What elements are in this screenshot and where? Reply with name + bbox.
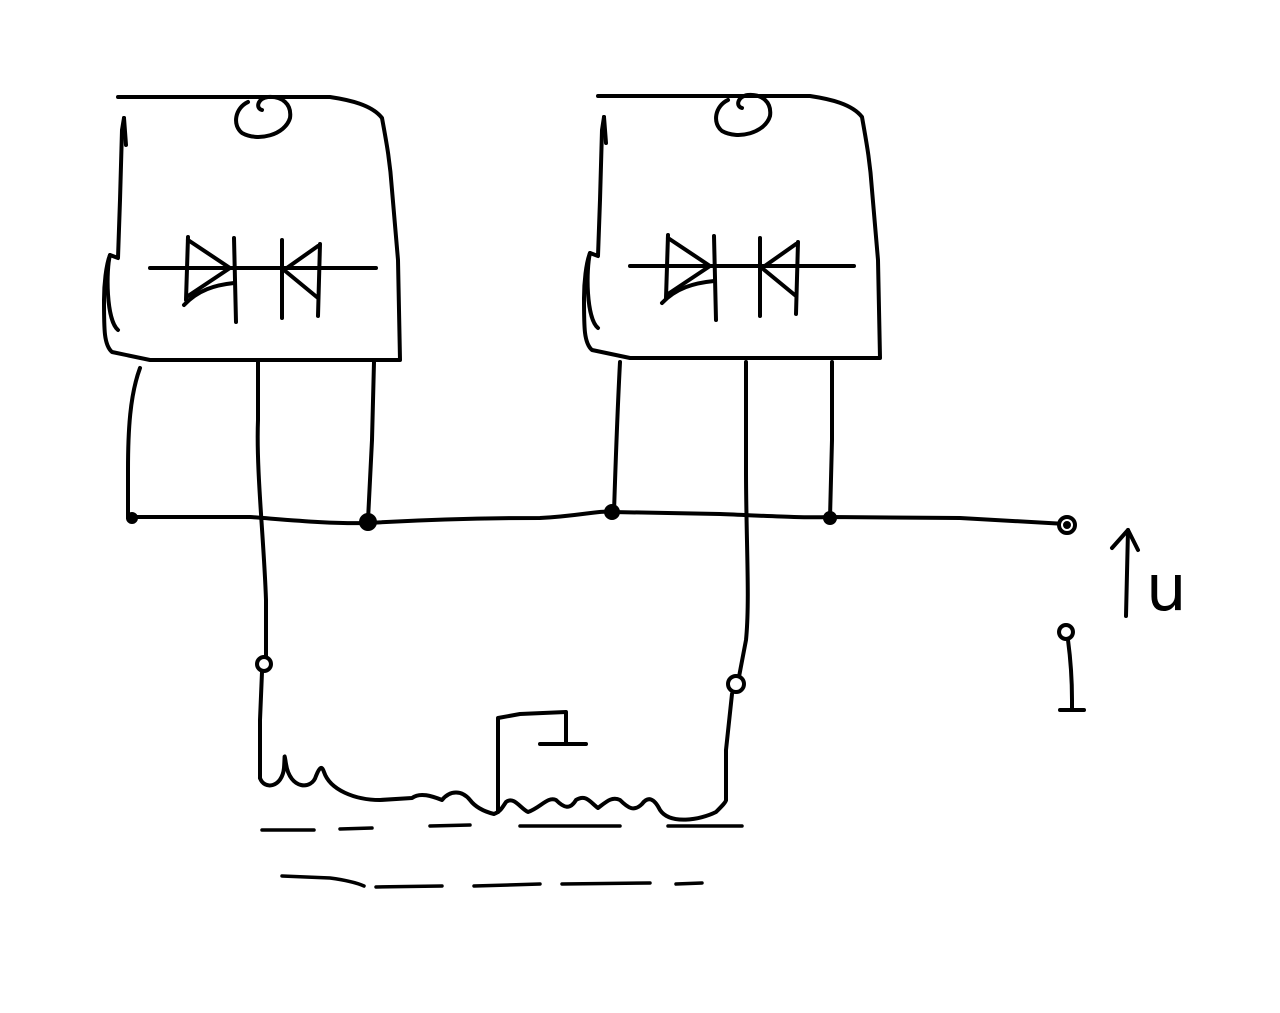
- terminal-icon: [1057, 515, 1077, 535]
- module-2-lead-center: [736, 360, 750, 684]
- junction-dot: [126, 512, 138, 524]
- module-2-lead-right: [828, 360, 834, 520]
- output-voltage-label: u: [1146, 552, 1187, 626]
- module-2-left-tab: [585, 251, 600, 330]
- transformer-tap: [496, 710, 568, 814]
- junction-dot: [604, 504, 620, 520]
- junction-dot: [823, 511, 837, 525]
- terminal-icon: [726, 674, 746, 694]
- thyristor-icon: [182, 235, 238, 324]
- arrow-up-icon: [1110, 528, 1140, 618]
- diode-icon: [280, 238, 322, 320]
- module-1-left-tab: [105, 253, 120, 332]
- module-1-left-edge: [122, 116, 128, 147]
- transformer-winding: [258, 754, 728, 822]
- module-2-leads: [612, 360, 834, 684]
- module-1: [102, 94, 402, 362]
- module-2: [582, 92, 882, 360]
- module-2-left-edge: [602, 115, 608, 145]
- junction-dot: [359, 513, 377, 531]
- diode-icon: [758, 236, 800, 318]
- module-1-leads: [126, 360, 376, 664]
- module-1-mounting-hole: [234, 94, 293, 139]
- transformer: [255, 655, 746, 889]
- module-1-lead-center: [255, 360, 268, 664]
- output-bus: [128, 509, 1068, 526]
- module-1-lead-right: [366, 360, 376, 522]
- module-2-mounting-hole: [714, 92, 773, 137]
- module-2-lead-left: [612, 360, 622, 514]
- transformer-core: [260, 823, 744, 889]
- terminal-icon: [255, 655, 273, 673]
- thyristor-icon: [660, 233, 718, 322]
- module-1-lead-left: [126, 366, 142, 520]
- terminal-icon: [1057, 623, 1086, 712]
